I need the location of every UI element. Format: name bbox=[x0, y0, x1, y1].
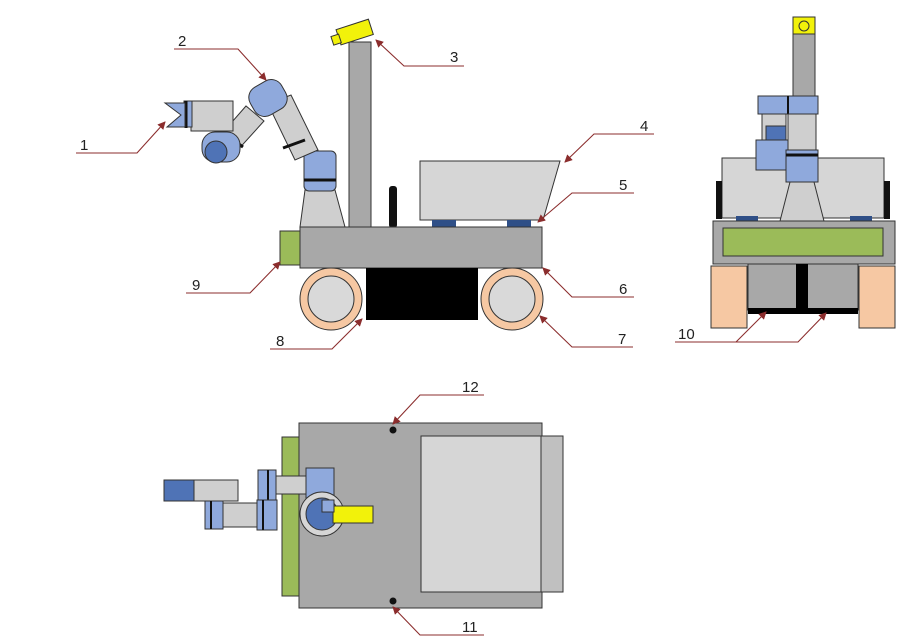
front-green-panel bbox=[722, 227, 884, 257]
label-12: 12 bbox=[462, 379, 479, 396]
top-cargo-box bbox=[420, 435, 564, 593]
top-green-bumper bbox=[281, 436, 301, 597]
chassis bbox=[299, 226, 543, 269]
label-2: 2 bbox=[178, 33, 186, 50]
camera-mast bbox=[348, 41, 372, 229]
label-1: 1 bbox=[80, 137, 88, 154]
label-11: 11 bbox=[462, 619, 478, 636]
leader-lines bbox=[76, 39, 827, 636]
gripper bbox=[163, 102, 186, 128]
point-12 bbox=[389, 426, 397, 434]
front-wheel-left bbox=[710, 265, 748, 329]
label-8: 8 bbox=[276, 333, 284, 350]
top-camera bbox=[332, 505, 374, 524]
callout-labels: 1 2 3 4 5 6 7 8 9 10 11 12 bbox=[80, 33, 695, 636]
label-10: 10 bbox=[678, 326, 695, 343]
front-camera-mast bbox=[792, 33, 816, 105]
side-view bbox=[163, 18, 561, 331]
label-3: 3 bbox=[450, 49, 458, 66]
cargo-mount-left bbox=[432, 220, 456, 228]
antenna bbox=[389, 186, 397, 228]
green-bumper bbox=[279, 230, 303, 266]
label-6: 6 bbox=[619, 281, 627, 298]
label-4: 4 bbox=[640, 118, 648, 135]
point-11 bbox=[389, 597, 397, 605]
robotic-arm-side bbox=[163, 79, 346, 228]
wheel-left bbox=[299, 267, 363, 331]
front-camera bbox=[792, 16, 816, 35]
front-wheel-right bbox=[858, 265, 896, 329]
label-9: 9 bbox=[192, 277, 200, 294]
wheel-right bbox=[480, 267, 544, 331]
cargo-box bbox=[419, 160, 561, 221]
front-view bbox=[710, 16, 896, 329]
battery-block bbox=[366, 268, 478, 320]
label-5: 5 bbox=[619, 177, 627, 194]
camera-yellow-side bbox=[330, 18, 374, 46]
top-view bbox=[163, 422, 564, 609]
label-7: 7 bbox=[618, 331, 626, 348]
cargo-mount-right bbox=[507, 220, 531, 228]
